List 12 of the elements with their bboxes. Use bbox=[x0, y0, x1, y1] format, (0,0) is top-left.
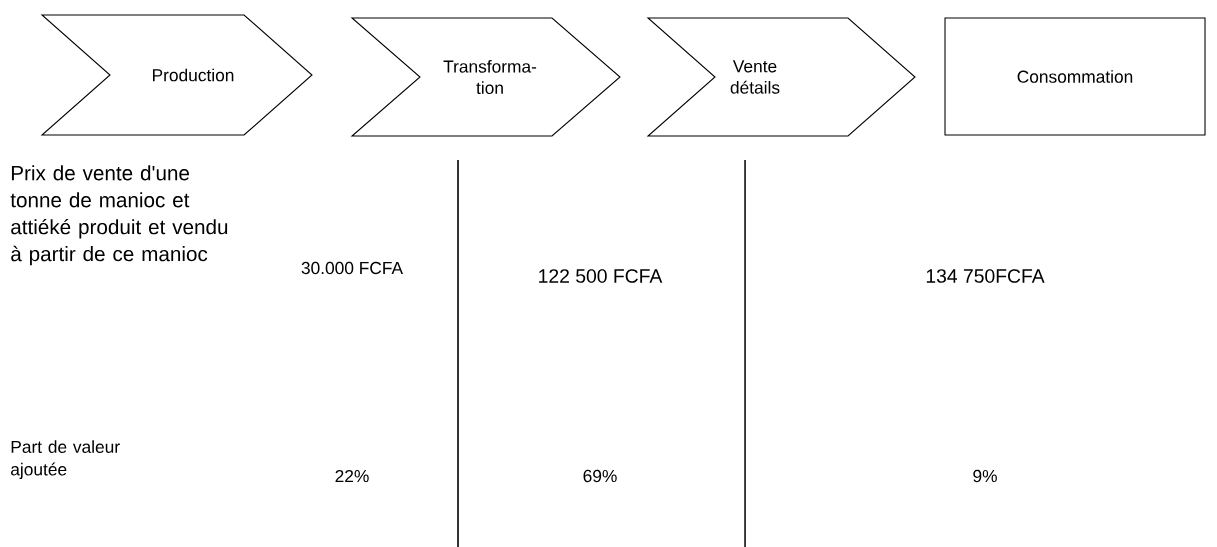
chevron-box: Vente détails bbox=[646, 17, 916, 137]
chevron-box: Production bbox=[40, 14, 313, 136]
table-text: 22% bbox=[335, 469, 369, 483]
chevron-box: Transforma- tion bbox=[350, 17, 621, 137]
table-text: 69% bbox=[583, 469, 617, 483]
process-box: Consommation bbox=[944, 17, 1206, 136]
table-text: Part de valeur ajoutée bbox=[11, 440, 120, 479]
table-text: Prix de vente d'une tonne de manioc et attiéké produit et vendu à partir de ce manioc bbox=[10, 165, 228, 266]
table-text: 30.000 FCFA bbox=[301, 261, 404, 275]
table-text: 134 750FCFA bbox=[926, 269, 1045, 283]
table-text: 9% bbox=[973, 469, 997, 483]
table-text: 122 500 FCFA bbox=[539, 269, 663, 283]
